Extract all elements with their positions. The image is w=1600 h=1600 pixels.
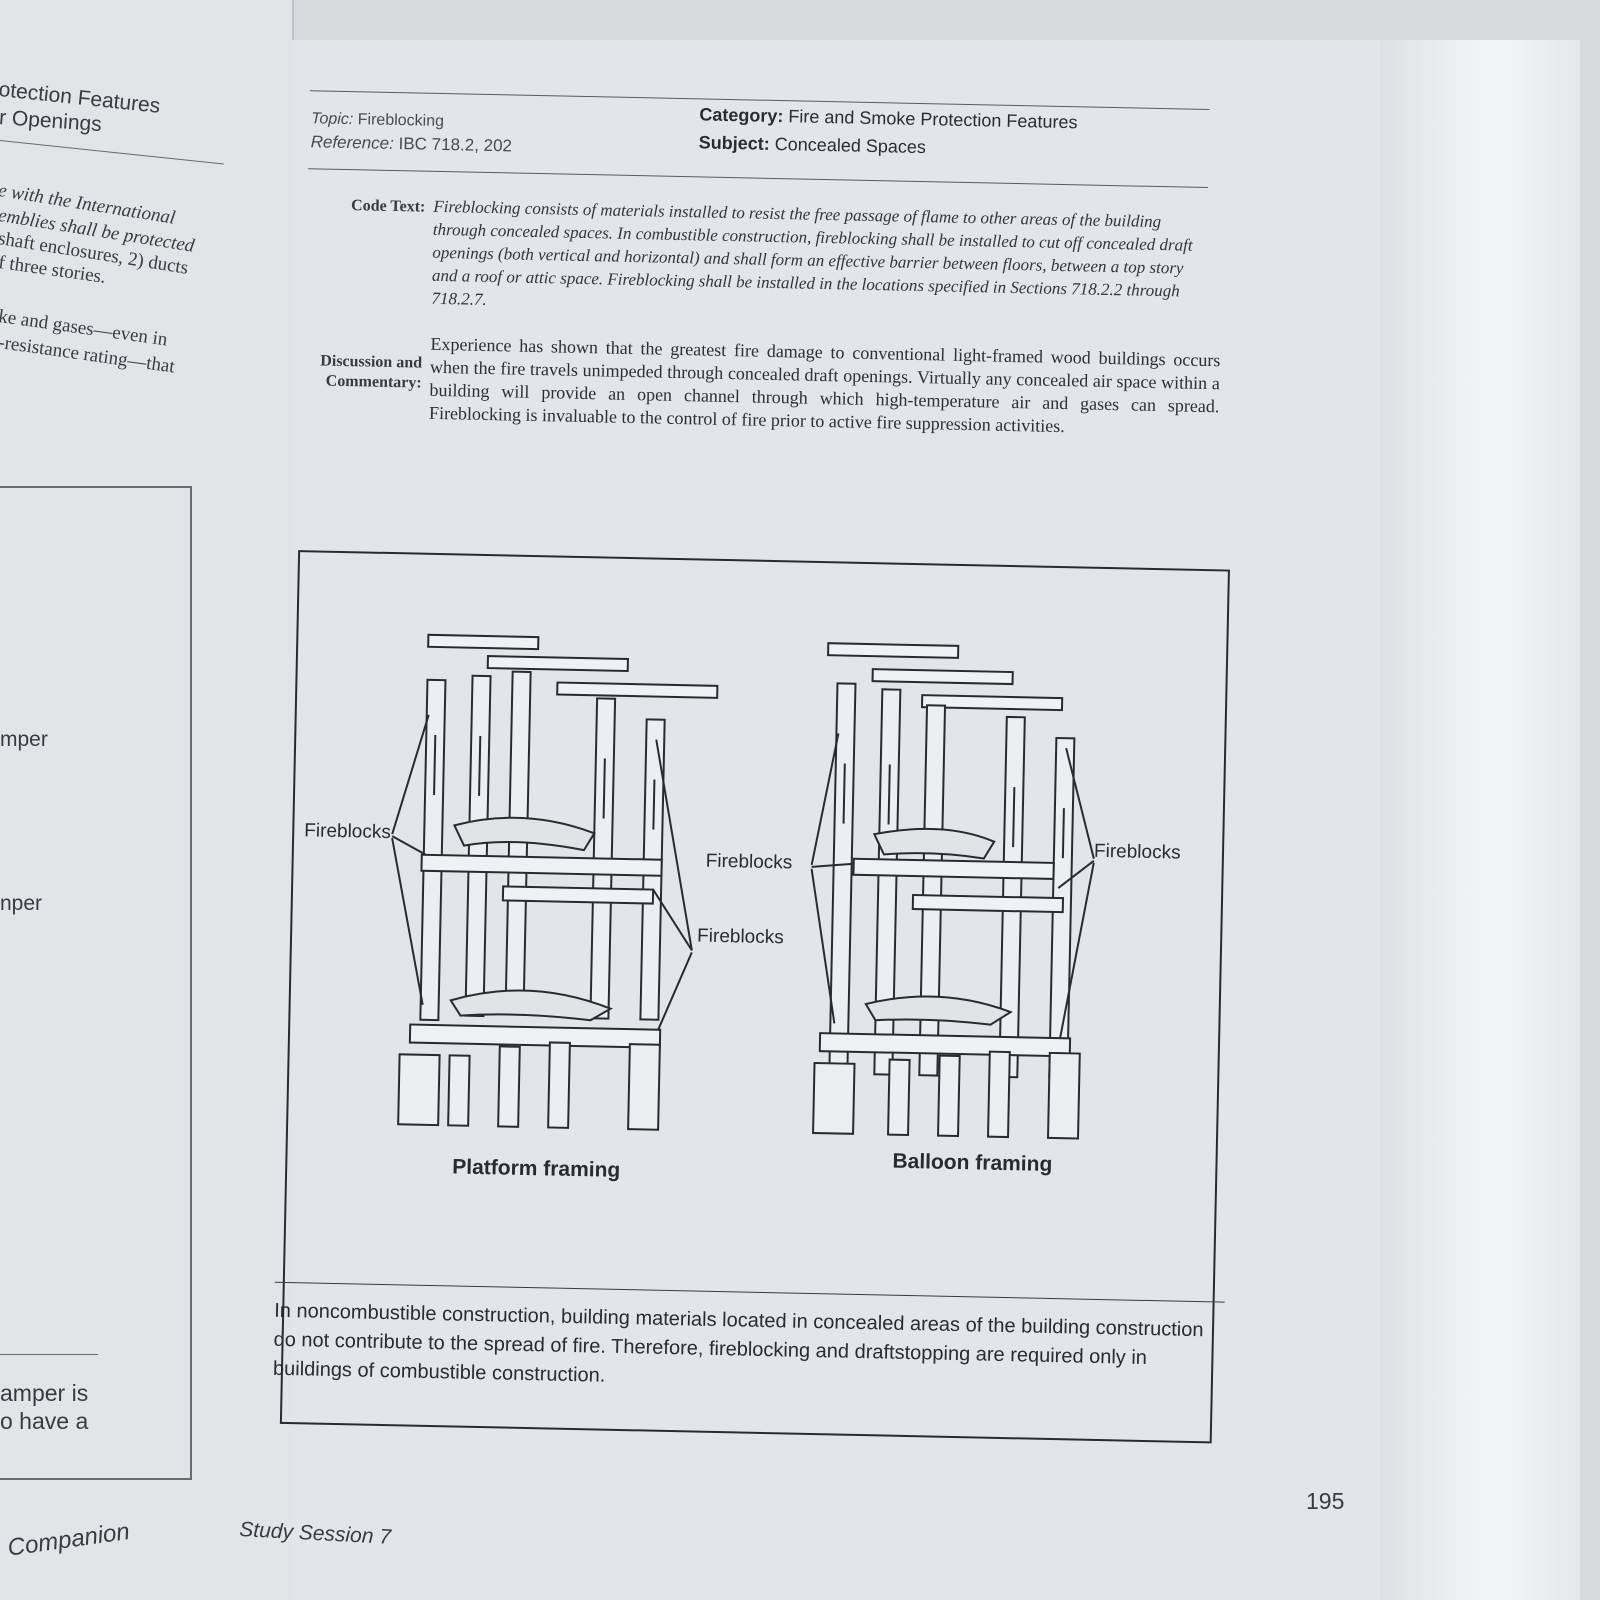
left-bottom-rule bbox=[0, 1354, 98, 1355]
left-box-item-2: nper bbox=[0, 892, 43, 915]
figure-box: Fireblocks Fireblocks Fireblocks Fireblo… bbox=[273, 550, 1230, 1444]
left-figure-box bbox=[0, 486, 192, 1480]
balloon-framing-drawing bbox=[810, 642, 1095, 1140]
balloon-framing-label: Balloon framing bbox=[892, 1149, 1053, 1176]
topic: Topic: Fireblocking bbox=[311, 110, 445, 131]
discussion-label-line1: Discussion and bbox=[320, 352, 423, 372]
page-content: Topic: Fireblocking Reference: IBC 718.2… bbox=[273, 80, 1230, 1444]
code-text-body: Fireblocking consists of materials insta… bbox=[431, 196, 1193, 309]
left-box-item-1: mper bbox=[0, 728, 48, 751]
reference: Reference: IBC 718.2, 202 bbox=[310, 132, 513, 156]
fireblocks-callout-4: Fireblocks bbox=[1093, 840, 1181, 864]
left-page: otection Features r Openings e with the … bbox=[0, 0, 294, 1600]
page-edge bbox=[1380, 40, 1580, 1600]
fireblocks-callout-3: Fireblocks bbox=[696, 925, 784, 949]
platform-framing-label: Platform framing bbox=[452, 1155, 621, 1182]
discussion-body: Experience has shown that the greatest f… bbox=[428, 333, 1221, 437]
left-bottom-line1: amper is bbox=[0, 1380, 89, 1406]
framing-illustration bbox=[391, 633, 1095, 1140]
platform-framing-drawing bbox=[391, 633, 719, 1131]
fireblocks-callout-1: Fireblocks bbox=[304, 820, 392, 844]
code-text-label: Code Text: bbox=[350, 197, 426, 216]
left-rule bbox=[0, 140, 224, 165]
discussion-label-line2: Commentary: bbox=[325, 372, 422, 392]
page-number: 195 bbox=[1306, 1488, 1345, 1514]
left-footer: Companion bbox=[6, 1517, 132, 1562]
left-bottom-line2: o have a bbox=[0, 1408, 89, 1434]
fireblocks-callout-2: Fireblocks bbox=[705, 850, 793, 874]
